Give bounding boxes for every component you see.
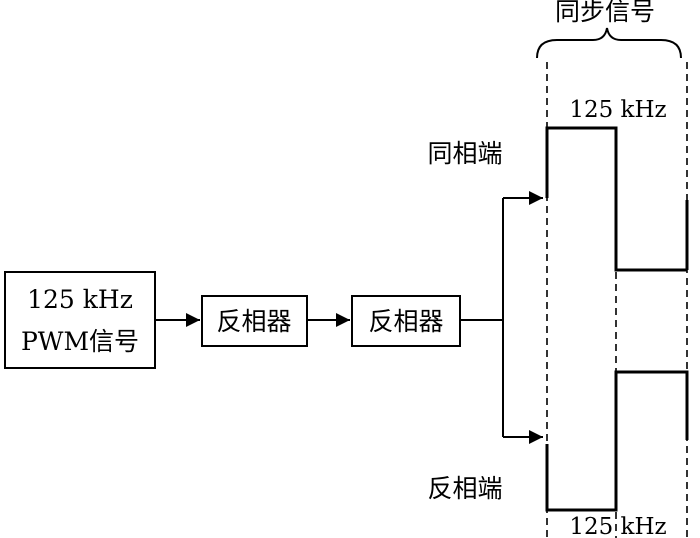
pwm-source-label: PWM信号 <box>21 327 139 356</box>
frequency-label-bottom: 125 kHz <box>569 514 666 538</box>
inverter-2-block: 反相器 <box>351 295 461 347</box>
anti-phase-label: 反相端 <box>427 474 502 503</box>
pwm-source-box <box>4 271 156 369</box>
inverter-1-block: 反相器 <box>201 295 308 347</box>
frequency-label-top: 125 kHz <box>569 97 666 123</box>
pwm-source-block: 125 kHz PWM信号 <box>4 271 156 369</box>
inverter-2-box <box>351 295 461 347</box>
pwm-source-frequency: 125 kHz <box>27 285 133 314</box>
sync-signal-brace <box>536 27 682 59</box>
inverter-2-label: 反相器 <box>368 307 443 336</box>
in-phase-waveform <box>545 126 687 272</box>
anti-phase-waveform <box>545 370 689 512</box>
in-phase-label: 同相端 <box>427 139 502 168</box>
inverter-1-label: 反相器 <box>216 307 291 336</box>
inverter-1-box <box>201 295 308 347</box>
sync-signal-title: 同步信号 <box>555 0 655 26</box>
